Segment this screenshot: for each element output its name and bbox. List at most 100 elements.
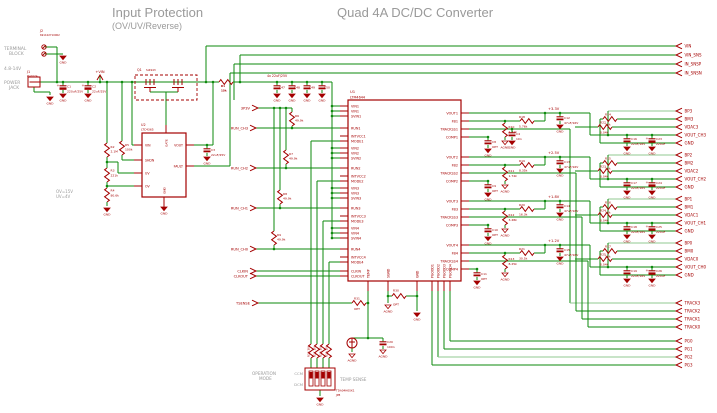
pin-name: RUN2 [351, 166, 361, 170]
resistor-value: 49.9k [277, 238, 286, 242]
agnd-symbol [501, 272, 509, 278]
pin-name: INTVCC3 [351, 214, 366, 218]
chip-body [141, 132, 187, 198]
junction-dot [55, 80, 59, 84]
label: C3 [211, 148, 215, 152]
capacitor-ref: C50 [324, 86, 330, 90]
flag-label: TRACK2 [684, 309, 701, 314]
flag-arrow-icon [674, 255, 683, 263]
pin-name: FB3 [452, 207, 458, 211]
resistor-glyph [597, 123, 613, 131]
capacitor-ref: C17 [631, 181, 637, 185]
pin-name: VOUT2 [446, 155, 458, 159]
cap-plate-pol [59, 87, 67, 90]
resistor-value: 10k [221, 89, 227, 93]
net-flag-IN_SNSP: IN_SNSP [674, 60, 702, 68]
pin-name: TRACKSS3 [439, 215, 458, 219]
gnd-label: GND [274, 99, 282, 103]
capacitor-value: 220uF [656, 274, 666, 278]
pin-name: VOUT3 [446, 199, 458, 203]
capacitor-value: 220uF [656, 186, 666, 190]
net-flag-PG2: PG2 [674, 353, 693, 361]
gnd-symbol [59, 93, 67, 99]
cap-polarity-mark: + [57, 84, 60, 88]
gnd-symbol [413, 312, 421, 318]
gnd-label: GND [60, 99, 68, 103]
pin-name: TRACKSS2 [439, 171, 458, 175]
label: R1 [221, 84, 225, 88]
resistor-value: 49.9k [295, 119, 304, 123]
flag-arrow-icon [674, 60, 683, 68]
pin-name: COMP3 [446, 223, 458, 227]
gnd-symbol [318, 93, 326, 99]
junction-dot [503, 163, 507, 167]
pin-name: CLKOUT [351, 274, 365, 278]
mosfet-icon [172, 79, 184, 92]
label: J2 [39, 29, 43, 33]
capacitor-ref: C1 [67, 85, 71, 89]
agnd-label: AGND [501, 278, 511, 282]
flag-arrow-icon [674, 299, 683, 307]
resistor-glyph [602, 115, 618, 123]
gnd-symbol [288, 93, 296, 99]
mosfet-glyph [172, 79, 184, 92]
gnd-label: GND [289, 99, 297, 103]
gnd-label: GND [85, 99, 93, 103]
capacitor-value: 47uF/16V [564, 121, 579, 125]
flag-label: GND [685, 141, 694, 146]
pin-name: TRACKSS1 [439, 127, 458, 131]
wires [33, 45, 676, 396]
pin-name: FB4 [452, 251, 458, 255]
resistor-glyph [602, 159, 618, 167]
gnd-label: GND [474, 286, 482, 290]
pin-name: PGOOD4 [448, 264, 452, 278]
pin-name: SVIN3 [351, 196, 361, 200]
net-flag-TSENSE: TSENSE [235, 299, 260, 307]
flag-arrow-icon [674, 151, 683, 159]
junction-dot [330, 236, 334, 240]
flag-label: BP1 [685, 197, 693, 202]
flag-label: VDAC0 [685, 257, 699, 262]
pin-name: VOUT [174, 143, 183, 147]
flag-label: VDAC1 [685, 213, 699, 218]
junction-dot [330, 231, 334, 235]
gnd-label: GND [557, 218, 565, 222]
gnd-symbol [623, 190, 631, 196]
flag-label: VOUT_CH3 [685, 133, 707, 138]
resistor-ref: R5 [125, 143, 129, 147]
label: UV=4V [56, 194, 71, 199]
resistor-value: 221k [111, 174, 119, 178]
label: OPERATION [252, 371, 276, 376]
pin-name: VIN3 [351, 191, 359, 195]
capacitor-value: 22uF/25V [92, 90, 107, 94]
resistor-ref: R13 [509, 257, 515, 261]
gnd-symbol [508, 140, 516, 146]
resistor-glyph [602, 247, 618, 255]
capacitor-value: 22uF/16V [631, 274, 646, 278]
resistor-value: 16.3k [519, 213, 528, 217]
dip-switch-operation-mode [304, 367, 336, 391]
resistor-ref: R20 [519, 203, 525, 207]
gnd-label: GND [317, 403, 325, 407]
resistor-ref: R1 [221, 84, 225, 88]
junction-dot [105, 80, 109, 84]
junction-dot [290, 126, 294, 130]
capacitor-ref: C47 [279, 86, 285, 90]
label: +1.2V [548, 239, 560, 243]
net-flag-VIN_SNS: VIN_SNS [674, 51, 702, 59]
resistor-glyph [270, 230, 278, 246]
net-flag-VOUT_CH2: VOUT_CH2 [674, 175, 706, 183]
resistor-glyph [597, 211, 613, 219]
resistor-value: OPT [354, 307, 360, 311]
capacitor-value: 220uF [656, 230, 666, 234]
